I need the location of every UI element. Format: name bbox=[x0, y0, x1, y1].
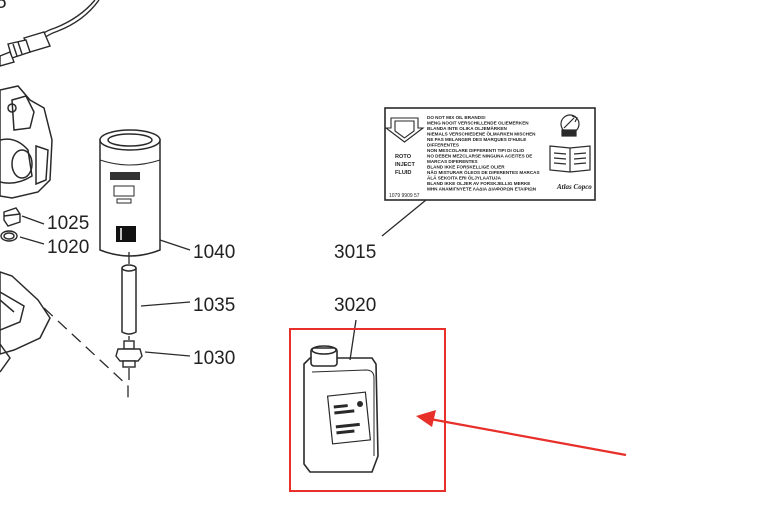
decal-text-line: BLANDA INTE OLIKA OLJEMÄRKEN bbox=[427, 125, 507, 131]
decal-side-line: ROTO bbox=[395, 154, 412, 160]
warning-decal-3015: ROTO INJECT FLUID DO NOT MIX OIL BRANDS!… bbox=[384, 107, 596, 201]
leader-3020 bbox=[349, 319, 357, 361]
label-1020: 1020 bbox=[47, 237, 89, 258]
label-1035: 1035 bbox=[193, 295, 235, 316]
leader-1025 bbox=[21, 215, 45, 225]
arrow-pointer-icon bbox=[416, 410, 627, 457]
leader-1035 bbox=[140, 301, 191, 307]
decal-text-line: ΜΗΝ ΑΝΑΜΙΓΝΥΕΤΕ ΛΑΔΙΑ ΔΙΑΦΟΡΩΝ ΕΤΑΙΡΙΩΝ bbox=[427, 187, 537, 192]
label-1025: 1025 bbox=[47, 213, 89, 234]
oil-filter-1040 bbox=[99, 129, 161, 257]
decal-code: 1079 9909 57 bbox=[389, 193, 420, 199]
nipple-1030 bbox=[115, 340, 143, 368]
assembly-dashed-lines bbox=[43, 252, 130, 398]
decal-side-line: FLUID bbox=[395, 170, 411, 176]
bracket bbox=[0, 271, 51, 373]
decal-text-line: DIFFERENTES bbox=[427, 143, 459, 148]
leader-1040 bbox=[159, 239, 191, 251]
decal-text-line: DO NOT MIX OIL BRANDS! bbox=[427, 115, 486, 120]
part-number-top: 5 bbox=[0, 0, 7, 13]
decal-text-line: NON MESCOLARE DIFFERENTI TIPI DI OLIO bbox=[427, 148, 525, 153]
decal-text-line: BLAND IKKE FORSKELLIGE OLIER bbox=[427, 165, 505, 170]
tube-1035 bbox=[121, 264, 137, 335]
label-3020: 3020 bbox=[334, 295, 376, 316]
leader-1030 bbox=[144, 351, 191, 357]
highlight-box bbox=[289, 328, 446, 492]
pump-housing bbox=[0, 85, 53, 199]
label-1040: 1040 bbox=[193, 242, 235, 263]
decal-text-line: MENG NOOIT VERSCHILLENDE OLIEMERKEN bbox=[427, 121, 529, 126]
decal-text-line: NO DEBEN MEZCLARSE NINGUNA ACEITES DE bbox=[427, 154, 532, 159]
leader-1020 bbox=[19, 236, 45, 245]
label-1030: 1030 bbox=[193, 348, 235, 369]
decal-side-line: INJECT bbox=[395, 162, 415, 168]
wrench-icon bbox=[560, 114, 580, 137]
label-3015: 3015 bbox=[334, 242, 376, 263]
arrow-down-icon bbox=[384, 117, 425, 143]
plug-1025 bbox=[3, 207, 21, 227]
decal-text-line: ÄLÄ SEKOITA ERI ÖLJYLAATUJA bbox=[427, 175, 502, 181]
decal-text-line: BLAND IKKE OLJER AV FORSKJELLIG MERKE bbox=[427, 181, 530, 186]
hose-fitting bbox=[0, 0, 100, 67]
leader-3015 bbox=[381, 199, 427, 237]
decal-text-line: NÃO MISTURAR ÓLEOS DE DIFERENTES MARCAS bbox=[427, 168, 540, 175]
manual-book-icon bbox=[549, 145, 591, 173]
o-ring-1020 bbox=[0, 230, 18, 242]
oil-bottle-3020 bbox=[303, 345, 379, 473]
brand-logo: Atlas Copco bbox=[556, 183, 592, 191]
decal-text-line: NE PAS MELANGER DES MARQUES D'HUILE bbox=[427, 137, 526, 142]
decal-text-line: MARCAS DIFERENTES bbox=[427, 159, 478, 164]
decal-text-line: NIEMALS VERSCHIEDENE ÖLMARKEN MISCHEN bbox=[427, 131, 536, 137]
